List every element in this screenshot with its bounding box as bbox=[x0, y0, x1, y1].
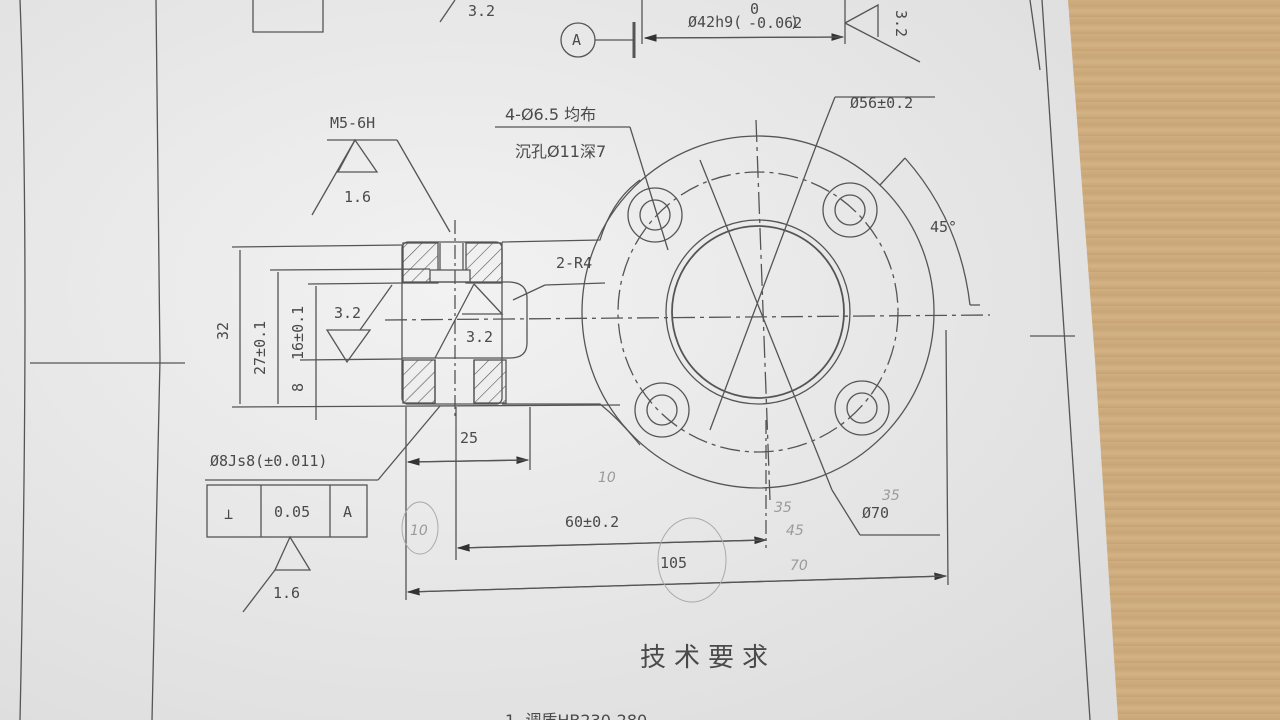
bolt-hole-tl bbox=[627, 187, 683, 243]
dim-27: 27±0.1 bbox=[251, 321, 269, 375]
pencil-note: 10 bbox=[410, 523, 428, 539]
tolerance-value: 0.05 bbox=[274, 503, 310, 521]
paper-sheet bbox=[0, 0, 1118, 720]
fillet-label: 2-R4 bbox=[556, 254, 592, 272]
roughness-right: 3.2 bbox=[892, 10, 910, 37]
datum-a-label: A bbox=[572, 31, 581, 49]
dim-8: 8 bbox=[289, 383, 307, 392]
pencil-note: 70 bbox=[790, 558, 808, 574]
dim-25: 25 bbox=[460, 429, 478, 447]
pin-hole-dimension: Ø8Js8(±0.011) bbox=[210, 452, 327, 470]
bolt-hole-tr bbox=[822, 182, 878, 238]
bolt-hole-bl bbox=[634, 382, 690, 438]
tech-requirements-heading: 技术要求 bbox=[640, 643, 776, 673]
svg-text:): ) bbox=[790, 13, 799, 31]
thread-label: M5-6H bbox=[330, 114, 375, 132]
hatch-top-right bbox=[465, 242, 503, 284]
bolt-hole-br bbox=[834, 380, 890, 436]
hatch-bot-right bbox=[473, 359, 507, 404]
pencil-note: 35 bbox=[774, 500, 792, 516]
dim-16: 16±0.1 bbox=[289, 306, 307, 360]
outer-border-line bbox=[19, 0, 26, 720]
shaft-dimension: Ø42h9( bbox=[688, 13, 742, 31]
roughness-bottom: 1.6 bbox=[273, 584, 300, 602]
pencil-note: 45 bbox=[786, 523, 804, 539]
thread-roughness: 1.6 bbox=[344, 188, 371, 206]
dim-105: 105 bbox=[660, 554, 687, 572]
shaft-tol-lower: -0.062 bbox=[748, 14, 802, 32]
tolerance-datum: A bbox=[343, 503, 352, 521]
dim-70: Ø70 bbox=[862, 504, 889, 522]
roughness-left: 3.2 bbox=[334, 304, 361, 322]
dim-overall-32: 32 bbox=[214, 322, 232, 340]
pencil-note: 10 bbox=[598, 470, 616, 486]
holes-spec-line2: 沉孔Ø11深7 bbox=[515, 142, 606, 161]
roughness-center: 3.2 bbox=[466, 328, 493, 346]
angle-dimension: 45° bbox=[930, 218, 957, 236]
pcd-dimension: Ø56±0.2 bbox=[850, 94, 913, 112]
perpendicularity-symbol: ⊥ bbox=[224, 505, 233, 523]
flange-outer-circle bbox=[581, 135, 935, 489]
dim-60: 60±0.2 bbox=[565, 513, 619, 531]
roughness-top: 3.2 bbox=[468, 2, 495, 20]
shaft-tol-upper: 0 bbox=[750, 0, 759, 18]
bore-circle bbox=[671, 225, 845, 399]
inner-border-line bbox=[151, 0, 161, 720]
tech-requirement-item-1: 1. 调质HB230-280。 bbox=[505, 711, 663, 720]
hatch-bot-left bbox=[402, 359, 436, 404]
pencil-note: 35 bbox=[882, 488, 900, 504]
holes-spec-line1: 4-Ø6.5 均布 bbox=[505, 105, 596, 124]
